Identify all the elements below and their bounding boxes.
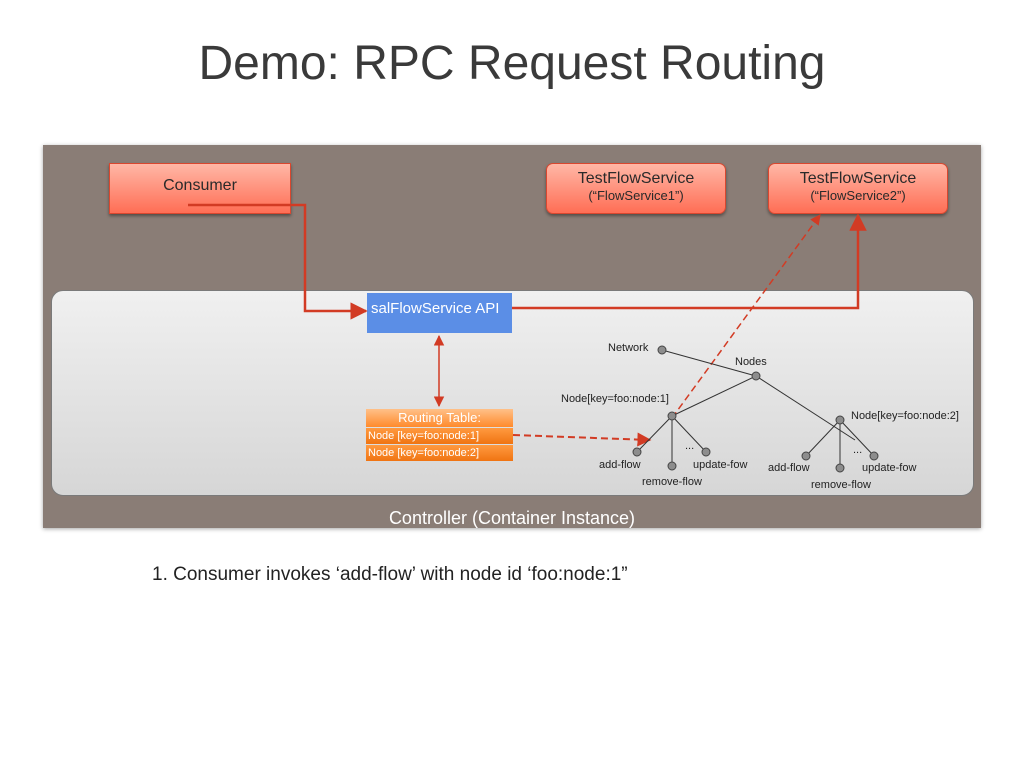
- remove-flow-1-label: remove-flow: [642, 476, 702, 488]
- node2-label: Node[key=foo:node:2]: [851, 410, 959, 422]
- node1-node: [667, 411, 677, 421]
- remove-flow-2-node: [835, 463, 845, 473]
- nodes-label: Nodes: [735, 356, 767, 368]
- consumer-label: Consumer: [163, 177, 237, 194]
- flow-service-2-box: TestFlowService (“FlowService2”): [768, 163, 948, 214]
- flow-service-2-name: TestFlowService: [799, 170, 917, 187]
- node1-to-service2-dashed-arrow: [671, 214, 821, 419]
- flow-service-2-id: (“FlowService2”): [810, 188, 906, 203]
- add-flow-1-label: add-flow: [599, 459, 641, 471]
- flow-service-1-name: TestFlowService: [577, 170, 695, 187]
- ellipsis-2-label: ...: [853, 444, 863, 456]
- api-to-service2-arrow: [512, 213, 867, 310]
- add-flow-2-node: [801, 451, 811, 461]
- update-flow-2-node: [869, 451, 879, 461]
- nodes-node: [751, 371, 761, 381]
- remove-flow-2-label: remove-flow: [811, 479, 871, 491]
- flow-service-1-id: (“FlowService1”): [588, 188, 684, 203]
- controller-label: Controller (Container Instance): [388, 508, 636, 528]
- consumer-to-api-arrow: [188, 203, 368, 320]
- update-flow-2-label: update-fow: [862, 462, 917, 474]
- node-tree-edges: [636, 349, 875, 468]
- routing-to-node-dashed-arrow: [512, 432, 652, 447]
- routing-table-row: Node [key=foo:node:2]: [366, 445, 513, 461]
- flow-service-1-box: TestFlowService (“FlowService1”): [546, 163, 726, 214]
- ellipsis-1-label: ...: [685, 440, 695, 452]
- update-flow-1-node: [701, 447, 711, 457]
- node2-node: [835, 415, 845, 425]
- network-node: [657, 345, 667, 355]
- routing-table-row: Node [key=foo:node:1]: [366, 428, 513, 444]
- add-flow-2-label: add-flow: [768, 462, 810, 474]
- network-label: Network: [608, 342, 649, 354]
- routing-table-header: Routing Table:: [366, 409, 513, 427]
- node1-label: Node[key=foo:node:1]: [561, 393, 669, 405]
- controller-inner-panel: [51, 290, 974, 496]
- step-caption: 1. Consumer invokes ‘add-flow’ with node…: [152, 564, 628, 585]
- slide-title: Demo: RPC Request Routing: [198, 37, 826, 90]
- update-flow-1-label: update-fow: [693, 459, 748, 471]
- sal-flow-service-api-box: salFlowService API: [367, 293, 512, 333]
- remove-flow-1-node: [667, 461, 677, 471]
- add-flow-1-node: [632, 447, 642, 457]
